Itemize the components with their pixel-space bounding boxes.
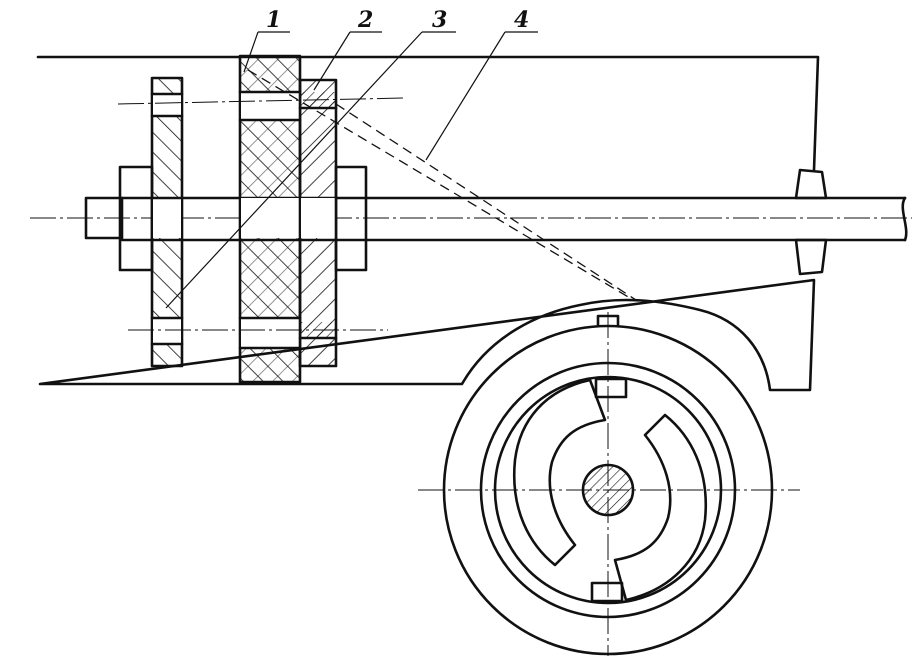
- hidden-line-a: [247, 69, 631, 299]
- callout-3: 3: [432, 7, 447, 33]
- right-collar: [334, 165, 368, 272]
- left-disk: [150, 76, 184, 368]
- leader-lines: [165, 31, 538, 309]
- front-view: [418, 312, 800, 656]
- disk-1: [238, 54, 302, 384]
- hidden-line-b: [335, 103, 637, 301]
- callout-4: 4: [514, 7, 529, 33]
- upper-pin-axis: [117, 97, 406, 105]
- shaft-seal: [794, 168, 828, 276]
- disk-2: [298, 78, 338, 368]
- callout-1: 1: [266, 7, 281, 33]
- shaft: [84, 196, 908, 242]
- callout-2: 2: [357, 7, 373, 33]
